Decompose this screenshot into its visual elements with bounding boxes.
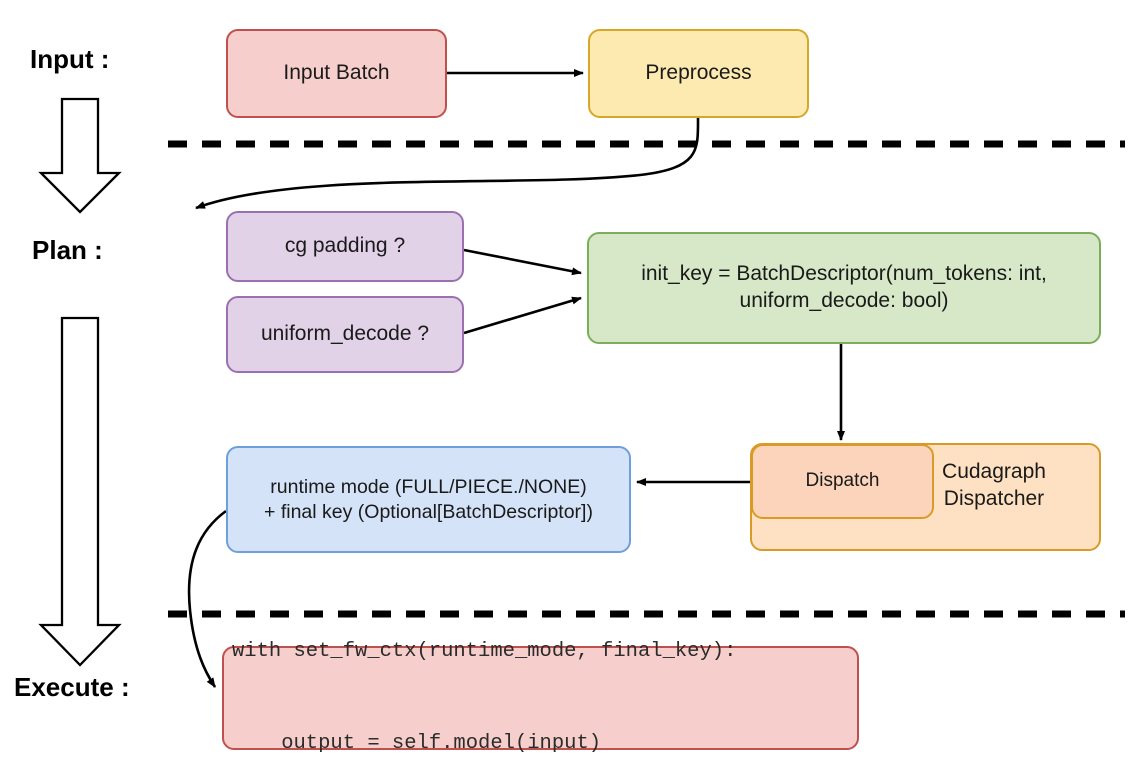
- node-exec-code-line2: output = self.model(input): [232, 731, 602, 755]
- edge-uniform-decode-to-init-key: [463, 296, 582, 335]
- stage-label-input: Input :: [30, 44, 110, 74]
- node-exec-code-line1: with set_fw_ctx(runtime_mode, final_key)…: [232, 639, 737, 663]
- node-dispatch[interactable]: Dispatch: [751, 444, 934, 519]
- node-cudagraph-dispatcher-label-line1: Cudagraph: [942, 460, 1046, 483]
- stage-label-execute: Execute :: [14, 672, 130, 702]
- node-preprocess-label: Preprocess: [645, 61, 752, 85]
- node-dispatch-label: Dispatch: [805, 470, 880, 492]
- node-preprocess[interactable]: Preprocess: [588, 29, 809, 118]
- edge-runtime-mode-to-exec-code: [187, 509, 227, 688]
- node-uniform-decode[interactable]: uniform_decode ?: [226, 296, 464, 373]
- stage-arrow-plan-to-execute: [38, 316, 122, 667]
- node-uniform-decode-label: uniform_decode ?: [260, 322, 430, 346]
- node-input-batch-label: Input Batch: [283, 61, 390, 85]
- node-runtime-mode-label-line1: runtime mode (FULL/PIECE./NONE): [270, 475, 587, 498]
- stage-arrow-input-to-plan: [38, 97, 122, 214]
- node-runtime-mode[interactable]: runtime mode (FULL/PIECE./NONE) + final …: [226, 446, 631, 553]
- node-cg-padding[interactable]: cg padding ?: [226, 211, 464, 282]
- node-cg-padding-label: cg padding ?: [284, 234, 406, 258]
- node-input-batch[interactable]: Input Batch: [226, 29, 447, 118]
- edge-preprocess-to-cg-padding: [195, 117, 700, 210]
- node-init-key-label-line1: init_key = BatchDescriptor(num_tokens: i…: [641, 262, 1047, 286]
- node-cudagraph-dispatcher-label-line2: Dispatcher: [943, 486, 1045, 510]
- node-init-key-label-line2: uniform_decode: bool): [739, 289, 949, 312]
- node-init-key[interactable]: init_key = BatchDescriptor(num_tokens: i…: [587, 232, 1101, 344]
- node-runtime-mode-label-line2: + final key (Optional[BatchDescriptor]): [264, 500, 593, 523]
- stage-label-plan: Plan :: [32, 235, 103, 265]
- edge-cg-padding-to-init-key: [463, 248, 582, 276]
- node-exec-code[interactable]: with set_fw_ctx(runtime_mode, final_key)…: [222, 640, 859, 755]
